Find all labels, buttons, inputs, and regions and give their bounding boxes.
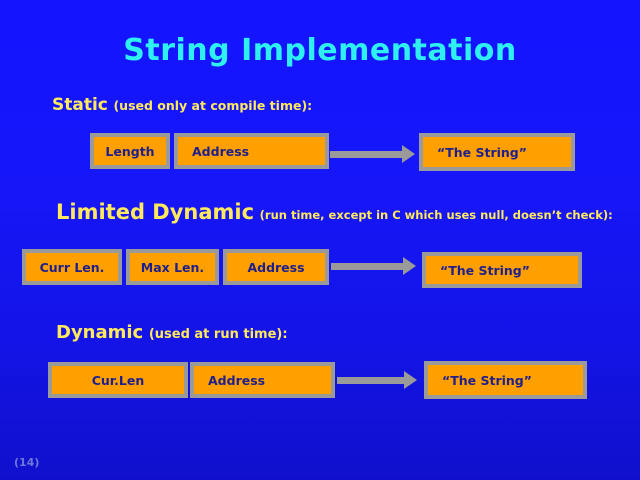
limited-field-max-len[interactable]: Max Len.	[126, 249, 219, 285]
dynamic-pointer-arrow	[337, 371, 417, 389]
page-title: String Implementation	[123, 33, 517, 68]
dynamic-field-address-label: Address	[208, 372, 266, 388]
static-target-string[interactable]: “The String”	[419, 133, 575, 171]
limited-target-string[interactable]: “The String”	[422, 252, 582, 288]
section-heading-static-note: (used only at compile time):	[113, 98, 313, 113]
static-field-length[interactable]: Length	[90, 133, 170, 169]
static-target-string-label: “The String”	[437, 144, 527, 160]
static-field-length-label: Length	[105, 143, 155, 159]
limited-pointer-arrow	[331, 257, 416, 275]
limited-target-string-label: “The String”	[440, 262, 530, 278]
section-heading-limited-dynamic: Limited Dynamic (run time, except in C w…	[56, 200, 613, 224]
section-heading-dynamic-main: Dynamic	[56, 322, 144, 343]
dynamic-target-string-label: “The String”	[442, 372, 532, 388]
dynamic-field-address[interactable]: Address	[190, 362, 335, 398]
limited-field-address[interactable]: Address	[223, 249, 329, 285]
static-field-address-label: Address	[192, 143, 250, 159]
static-field-address[interactable]: Address	[174, 133, 329, 169]
limited-field-curr-len-label: Curr Len.	[39, 259, 105, 275]
dynamic-field-cur-len-label: Cur.Len	[91, 372, 145, 388]
limited-field-address-label: Address	[247, 259, 305, 275]
section-heading-static: Static (used only at compile time):	[52, 95, 312, 115]
section-heading-dynamic: Dynamic (used at run time):	[56, 322, 288, 343]
limited-field-max-len-label: Max Len.	[140, 259, 205, 275]
static-pointer-arrow	[330, 145, 415, 163]
section-heading-limited-dynamic-main: Limited Dynamic	[56, 200, 255, 224]
page-number: (14)	[14, 456, 40, 469]
limited-field-curr-len[interactable]: Curr Len.	[22, 249, 122, 285]
section-heading-static-main: Static	[52, 95, 108, 115]
section-heading-limited-dynamic-note: (run time, except in C which uses null, …	[259, 208, 613, 222]
section-heading-dynamic-note: (used at run time):	[148, 327, 288, 342]
dynamic-field-cur-len[interactable]: Cur.Len	[48, 362, 188, 398]
dynamic-target-string[interactable]: “The String”	[424, 361, 587, 399]
